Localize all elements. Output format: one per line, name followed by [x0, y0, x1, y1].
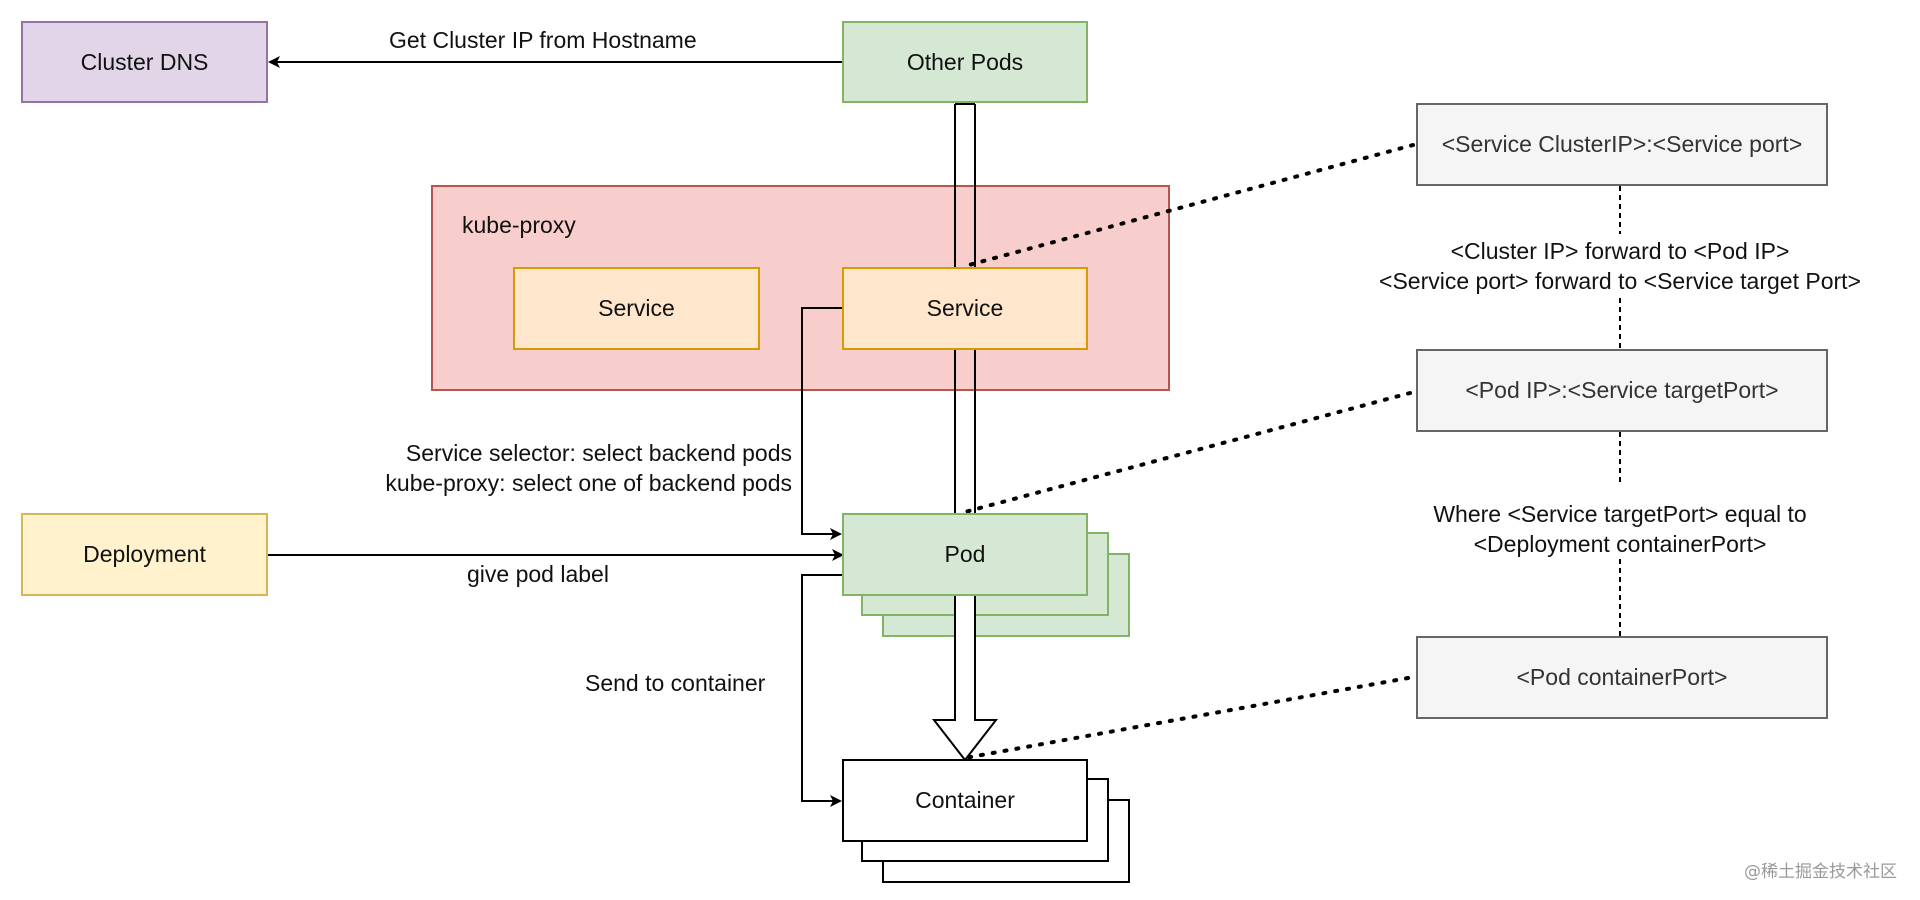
forward-rule-label: <Cluster IP> forward to <Pod IP> <Servic… — [1340, 236, 1900, 296]
pod-label: Pod — [944, 541, 986, 567]
deployment-label: Deployment — [83, 541, 206, 567]
service-selector-line: Service selector: select backend pods — [405, 440, 792, 466]
target-port-rule-label: Where <Service targetPort> equal to <Dep… — [1360, 499, 1880, 559]
other-pods-label: Other Pods — [906, 48, 1024, 75]
pod-ip-target-port-note[interactable]: <Pod IP>:<Service targetPort> — [1416, 349, 1828, 432]
service-left-label: Service — [598, 295, 675, 321]
service-clusterip-port-label: <Service ClusterIP>:<Service port> — [1441, 131, 1803, 157]
dotted-clusterip-to-service — [963, 143, 1415, 268]
container-node[interactable]: Container — [842, 759, 1088, 842]
pod-node[interactable]: Pod — [842, 513, 1088, 596]
pod-container-port-label: <Pod containerPort> — [1516, 664, 1728, 690]
other-pods-node[interactable]: Other Pods — [842, 21, 1088, 103]
send-to-container-label: Send to container — [585, 670, 766, 696]
container-label: Container — [915, 787, 1015, 813]
deployment-node[interactable]: Deployment — [21, 513, 268, 596]
deployment-container-port-line: <Deployment containerPort> — [1473, 531, 1767, 557]
service-selector-label: Service selector: select backend pods ku… — [300, 438, 792, 498]
service-right-node[interactable]: Service — [842, 267, 1088, 350]
dotted-containerport-to-container — [963, 676, 1410, 760]
cluster-dns-node[interactable]: Cluster DNS — [21, 21, 268, 103]
edge-service-to-pod — [801, 307, 842, 540]
pod-container-port-note[interactable]: <Pod containerPort> — [1416, 636, 1828, 719]
edge-pod-to-container — [801, 574, 842, 807]
kube-proxy-label: kube-proxy — [462, 212, 576, 238]
get-cluster-ip-label: Get Cluster IP from Hostname — [389, 27, 697, 53]
cluster-dns-label: Cluster DNS — [80, 48, 209, 75]
where-target-port-line: Where <Service targetPort> equal to — [1433, 501, 1807, 527]
service-port-forward-line: <Service port> forward to <Service targe… — [1379, 268, 1861, 294]
pod-ip-target-port-label: <Pod IP>:<Service targetPort> — [1465, 377, 1779, 403]
service-left-node[interactable]: Service — [513, 267, 760, 350]
service-right-label: Service — [926, 295, 1004, 321]
give-pod-label-text: give pod label — [467, 561, 609, 587]
dotted-podip-to-pod — [963, 391, 1412, 514]
kube-proxy-select-line: kube-proxy: select one of backend pods — [385, 470, 792, 496]
cluster-ip-forward-line: <Cluster IP> forward to <Pod IP> — [1450, 238, 1790, 264]
service-clusterip-port-note[interactable]: <Service ClusterIP>:<Service port> — [1416, 103, 1828, 186]
watermark: @稀土掘金技术社区 — [1744, 862, 1897, 882]
